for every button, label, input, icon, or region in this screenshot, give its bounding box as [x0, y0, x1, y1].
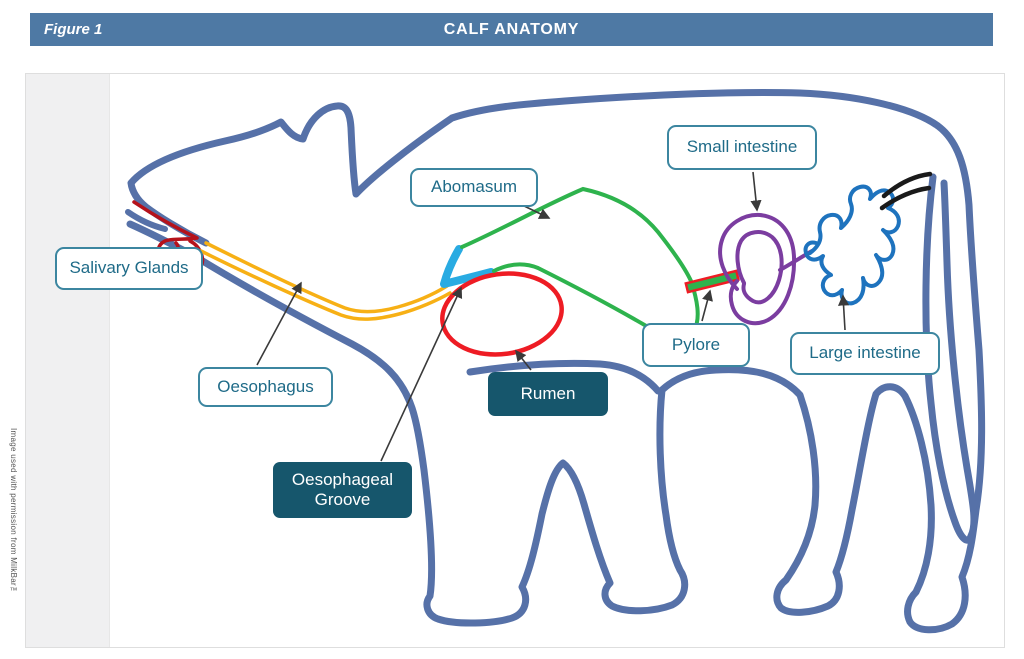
header-bar: Figure 1 CALF ANATOMY [30, 13, 993, 46]
label-abomasum: Abomasum [410, 168, 538, 207]
label-oesophagus: Oesophagus [198, 367, 333, 407]
page-title: CALF ANATOMY [443, 20, 580, 38]
label-large-intestine: Large intestine [790, 332, 940, 375]
label-pylore: Pylore [642, 323, 750, 367]
label-small-intestine: Small intestine [667, 125, 817, 170]
label-oesophageal-groove: Oesophageal Groove [273, 462, 412, 518]
credit-text: Image used with permission from MilkBar™ [9, 428, 18, 596]
left-margin-strip [26, 74, 110, 647]
figure-label: Figure 1 [44, 21, 103, 38]
label-salivary-glands: Salivary Glands [55, 247, 203, 290]
label-rumen: Rumen [488, 372, 608, 416]
